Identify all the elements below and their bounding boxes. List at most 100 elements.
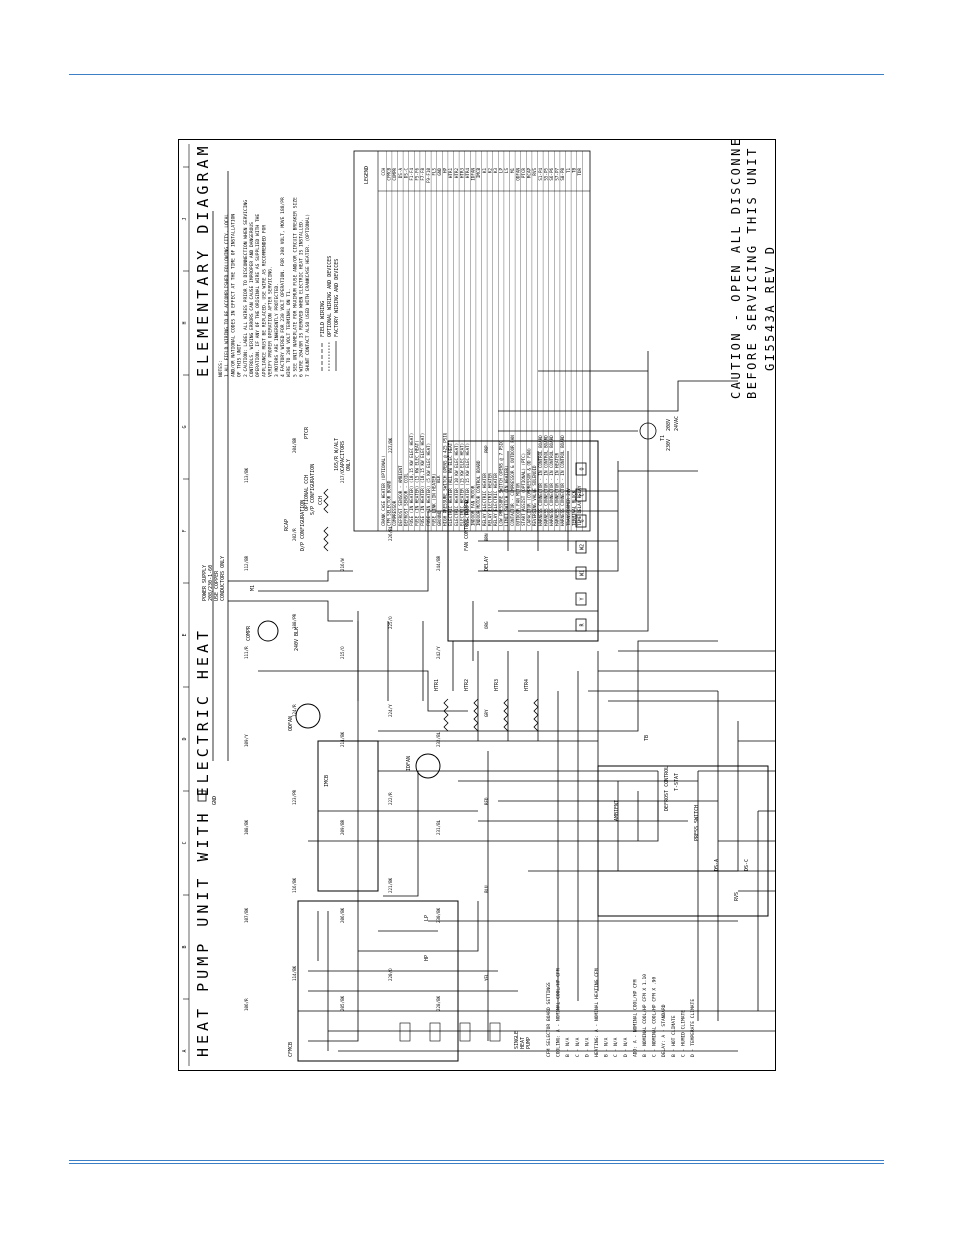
htr1-label: HTR1 [434,679,440,691]
cfm-setting-line: COOLING: A - NOMINAL COOL/HP CFM [556,968,562,1057]
note-line: 7 SHUNT CONTACT ALSO USED WITH CRANKCASE… [305,214,311,377]
wire-tag: 123/PR [292,789,297,805]
legend-description: HARNESS CONNECTOR - IN HEATER [555,452,560,526]
power-supply-spec: 208/230-1-60 [208,565,214,601]
diagram-heading: ELEMENTARY DIAGRAM [194,142,212,377]
column-letter: G [182,425,188,428]
footer-rule-2 [69,1163,884,1164]
terminal-label: O [580,467,586,470]
caution-line-2: BEFORE SERVICING THIS UNIT [745,146,759,399]
heat-pump-jumper: SINGLE HEAT PUMP [399,1022,532,1049]
terminal-label: R [580,623,586,627]
legend-description: GROUND [437,510,442,526]
wire-tag: 214/BK [340,731,345,747]
cfm-setting-line: D - N/A [623,1037,629,1057]
legend-description: FUSE (IN HEATER) (15 KW ELEC HEAT) [415,440,420,526]
note-line: WIRE TO 208 VOLT TERMINAL ON T1. [286,288,292,377]
note-line: 5 SEE UNIT NAMEPLATE FOR MAXIMUM FUSE AN… [292,197,298,377]
wire-tag: 216/W [340,558,345,571]
wire-tags: 106/R107/BK108/BK109/Y111/R112/BR113/BK1… [244,437,489,1011]
terminal-box [575,592,587,606]
legend-description: START ASSIST (OPTIONAL) (PTC) [521,453,526,526]
legend-code: T1 [566,168,571,174]
heat-label: HEAT [520,1037,526,1049]
legend-description: RELAY ELECTRIC HEATER [482,473,487,526]
fan-control-board: FAN CONTROL BOARD DELAY [447,440,599,642]
cfm-setting-line: D - TEMPERATE CLIMATE [690,999,696,1057]
column-letter: J [182,217,188,220]
wire-tag: 109/Y [244,734,249,747]
indoor-fan-motor: IDFAN [406,753,441,779]
240v-label: 240V BLK [294,627,300,651]
optional-cch-label: OPTIONAL CCH [304,475,310,511]
terminal-label: C [580,493,586,496]
cfm-selector-board: CFMCB [288,900,459,1062]
wire-tag: 231/BL [436,819,441,835]
legend-description: CRANK CASE HEATER (OPTIONAL) [381,455,386,526]
caution-line-1: CAUTION - OPEN ALL DISCONNECTS [729,139,743,399]
compressor: COMPR [246,620,279,642]
contactor-m1: M1 RCAP PTCR 165/R W/ALT CAPACITORS ONLY [250,426,352,591]
wire-tag: 228/BK [436,995,441,1011]
legend-description: HARNESS CONNECTOR - IN CONTROL BOARD [538,435,543,526]
note-line: 3 MOTORS ARE INHERENTLY PROTECTED. [274,283,280,377]
t1-label: T1 [660,435,666,441]
lp-label: LP [424,915,430,921]
terminal-box [575,618,587,632]
terminal-label: G [580,519,586,522]
legend-code: PTCR [521,168,526,179]
wire-tag: 206/BK [340,907,345,923]
ambient-label: AMBIENT [614,800,620,821]
cfm-setting-line: C - N/A [575,1037,581,1057]
wire-tag: BLK [436,475,441,483]
footer-rule-1 [69,1160,884,1161]
cfm-setting-line: B - N/A [565,1037,571,1057]
optional-cch-block: OPTIONAL CCH S/P CONFIGURATION CCH D/P C… [300,464,329,552]
caps-note-1: 165/R W/ALT [334,438,340,471]
legend-code: S5-P5 [543,168,548,181]
legend-code: FLS [431,168,436,176]
defrost-control-board: AMBIENT T-STAT DEFROST CONTROL PRESS SWI… [597,765,769,917]
diagram-border [178,139,776,1071]
legend-description: RELAY ELECTRIC HEATER [487,473,492,526]
legend-description: LOW PRESSURE SWITCH OPENS @ 7 PSIG [499,440,504,526]
note-line: 1 ALL FIELD WIRING TO BE ACCOMPLISHED FO… [224,214,230,377]
column-letter: B [182,945,188,948]
cch-resistor-symbol [323,488,329,514]
tb-label: TB [644,735,650,741]
single-label: SINGLE [514,1031,520,1049]
legend-description: DEFROST SENSOR - AMBIENT [398,465,403,526]
cfm-setting-line: B - HOT CLIMATE [671,1015,677,1057]
note-line: 6 WIRE 204/BR IS REMOVED WHEN ELECTRIC H… [299,219,305,377]
legend-description: CAPACITOR (COMPRESSOR & OD FAN) [527,448,532,526]
wire-tag: GRY [484,709,489,717]
legend-code: RCAP [527,168,532,179]
wire-tag: 224/Y [388,704,393,717]
wire-tag: 222/R [388,792,393,805]
dp-configuration-label: D/P CONFIGURATION [300,500,306,551]
wire-tag: RED [484,797,489,805]
wire-tag: 221/BK [388,877,393,893]
legend-code: S6-P6 [549,168,554,181]
note-line: OF THIS UNIT. [237,341,243,377]
legend-code: IMCB [476,168,481,179]
legend-code: S1-P4 [538,168,543,181]
column-letter: A [182,1049,188,1052]
legend-description: CONTACTOR - COMPRESSOR & OUTDOOR FAN [510,435,515,526]
wire-tag: 230/BK [436,907,441,923]
legend-code: ODFAN [515,168,520,181]
legend-description: TERMINAL BLOCK [571,490,576,526]
legend-description: HARNESS CONNECTOR - IN CONTROL BOARD [543,435,548,526]
legend-description: OUTDOOR FAN MOTOR [515,483,520,526]
cfm-setting-line: B - N/A [604,1037,610,1057]
wire-tag: 202/R [292,528,297,541]
legend-description: HIGH PRESSURE SWITCH OPENS @ 425 PSIG [443,432,448,526]
legend-description: TIME DELAY RELAY [577,485,582,526]
fan-control-board-label: FAN CONTROL BOARD [464,500,470,551]
wire-tag: 227/BK [388,437,393,453]
wire-tag: 113/BK [244,467,249,483]
legend-code: F7-F8 [420,168,425,181]
cfm-setting-line: C - N/A [613,1037,619,1057]
legend-code: RVS [532,168,537,176]
